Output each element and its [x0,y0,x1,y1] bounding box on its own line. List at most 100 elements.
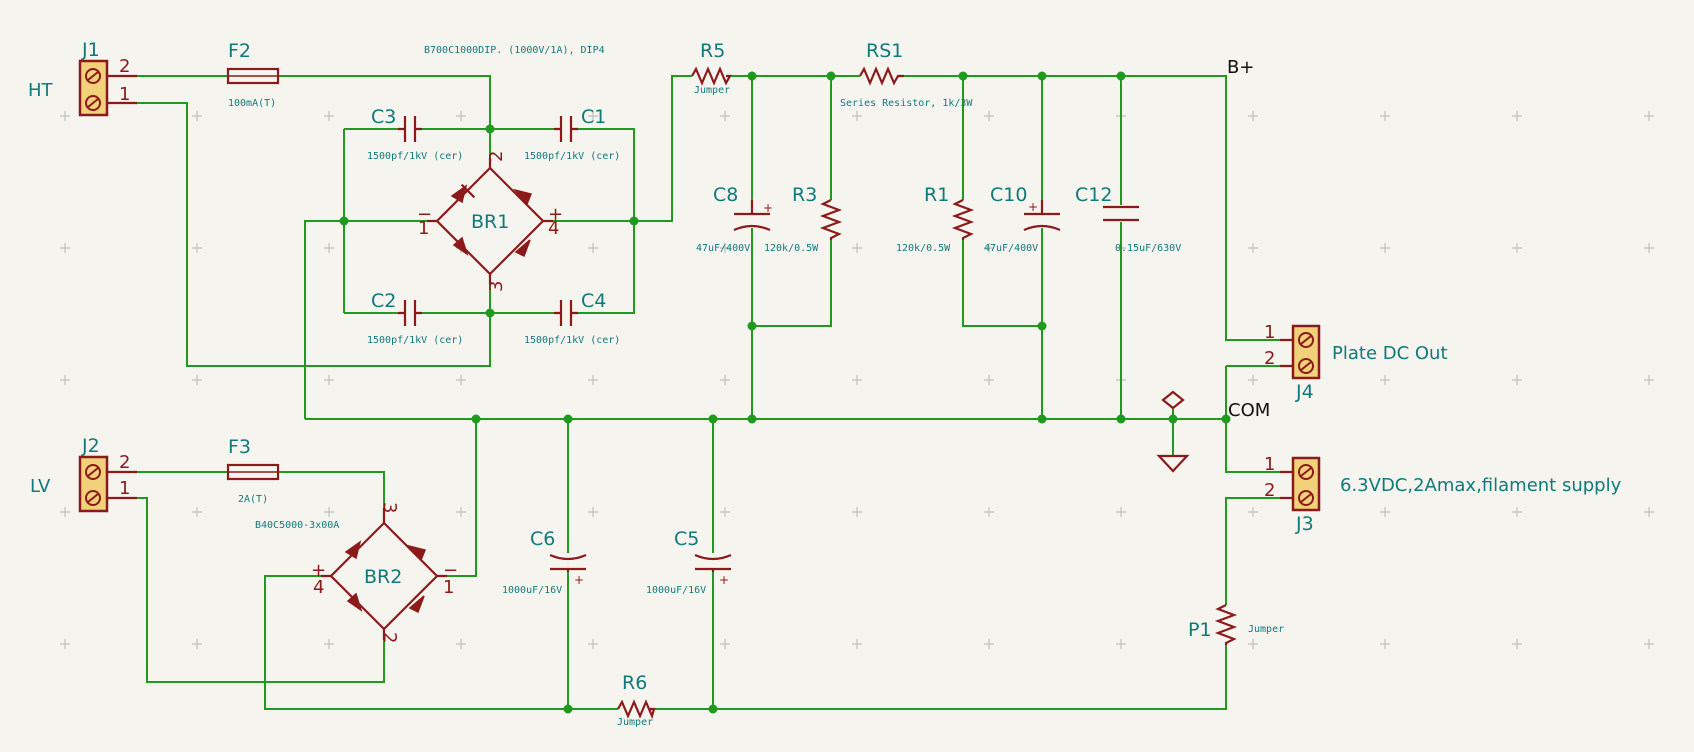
grid-cross [1248,375,1258,385]
resistor-r1[interactable]: R1 120k/0.5W [896,184,975,254]
capacitor-c2[interactable]: C2 1500pf/1kV (cer) [367,290,463,346]
br2-pin-2: 2 [379,632,400,643]
grid-cross [1248,243,1258,253]
capacitor-c6[interactable]: + C6 1000uF/16V [502,528,587,596]
connector-j2[interactable]: J2 2 1 [78,435,137,513]
bridge-rectifier-br2[interactable]: BR2 4 1 3 2 + − B40C5000-3x00A [255,502,458,643]
bridge-rectifier-br1[interactable]: BR1 1 4 2 3 − + B700C1000DIP. (1000V/1A)… [417,45,605,292]
p1-ref: P1 [1188,619,1212,641]
capacitor-c8[interactable]: + C8 47uF/400V [696,184,773,254]
rs1-value: Series Resistor, 1k/3W [840,98,973,109]
connector-j1[interactable]: J1 2 1 [78,39,137,117]
grid-cross [588,375,598,385]
grid-cross [1512,375,1522,385]
grid-cross [324,243,334,253]
br1-pin-1: 1 [418,218,429,239]
r6-ref: R6 [622,672,647,694]
grid-cross [192,243,202,253]
grid-cross [1512,507,1522,517]
grid-cross [60,243,70,253]
r3-value: 120k/0.5W [764,243,819,254]
br1-minus: − [417,204,432,225]
br1-pin-2: 2 [486,151,507,162]
resistor-r5[interactable]: R5 Jumper [691,40,732,96]
grid-cross [720,507,730,517]
c12-ref: C12 [1075,184,1112,206]
capacitor-c10[interactable]: + C10 47uF/400V [984,184,1061,254]
resistor-r3[interactable]: R3 120k/0.5W [764,184,843,254]
ground-symbol [1156,454,1190,473]
c5-value: 1000uF/16V [646,585,706,596]
net-label-lv: LV [30,476,51,497]
grid-cross [456,639,466,649]
capacitor-c12[interactable]: C12 0.15uF/630V [1075,184,1181,254]
br2-pin-4: 4 [313,577,324,598]
grid-cross [1380,375,1390,385]
c3-value: 1500pf/1kV (cer) [367,151,463,162]
svg-text:+: + [763,201,773,215]
p1-value: Jumper [1248,624,1284,635]
grid-cross [1248,639,1258,649]
capacitor-c5[interactable]: + C5 1000uF/16V [646,528,732,596]
capacitor-c1[interactable]: C1 1500pf/1kV (cer) [524,106,620,162]
grid-cross [984,639,994,649]
grid-cross [60,639,70,649]
net-label-com: COM [1228,400,1270,421]
grid-cross [984,507,994,517]
grid-cross [720,243,730,253]
fuse-f3[interactable]: F3 2A(T) [226,436,280,505]
grid-cross [324,507,334,517]
br2-value: B40C5000-3x00A [255,520,339,531]
grid-cross [324,111,334,121]
grid-cross [324,375,334,385]
grid-cross [1380,507,1390,517]
grid-cross [984,243,994,253]
grid-cross [60,375,70,385]
br1-ref: BR1 [471,211,509,233]
j1-pin-2: 2 [119,56,130,77]
junctions [339,71,1231,714]
resistor-p1[interactable]: P1 Jumper [1188,604,1284,645]
c2-value: 1500pf/1kV (cer) [367,335,463,346]
grid-cross [852,507,862,517]
grid-cross [1644,507,1654,517]
connector-j4[interactable]: 1 2 J4 [1264,322,1321,403]
br1-pin-4: 4 [548,218,559,239]
net-label-ht: HT [28,80,54,101]
fuse-f2[interactable]: F2 100mA(T) [226,40,280,109]
grid-cross [324,639,334,649]
svg-text:+: + [574,573,584,587]
grid-cross [1248,507,1258,517]
c8-value: 47uF/400V [696,243,750,254]
c8-ref: C8 [713,184,738,206]
capacitor-c4[interactable]: C4 1500pf/1kV (cer) [524,290,620,346]
grid-cross [1512,111,1522,121]
grid-cross [192,639,202,649]
j2-pin-2: 2 [119,452,130,473]
grid-cross [192,375,202,385]
f2-ref: F2 [228,40,251,62]
connector-j3[interactable]: 1 2 J3 [1264,454,1321,535]
j2-pin-1: 1 [119,478,130,499]
grid-cross [60,111,70,121]
resistor-r6[interactable]: R6 Jumper [617,672,656,728]
j3-ref: J3 [1295,513,1314,535]
grid-cross [456,111,466,121]
grid-cross [588,507,598,517]
c6-ref: C6 [530,528,555,550]
resistor-rs1[interactable]: RS1 Series Resistor, 1k/3W [840,40,973,109]
br1-plus: + [548,204,563,225]
svg-text:+: + [1028,200,1038,214]
grid-cross [1116,639,1126,649]
grid-cross [1512,639,1522,649]
r1-value: 120k/0.5W [896,243,951,254]
r5-value: Jumper [694,85,730,96]
grid-cross [1380,639,1390,649]
grid-cross [852,243,862,253]
c12-value: 0.15uF/630V [1115,243,1181,254]
grid-cross [588,243,598,253]
capacitor-c3[interactable]: C3 1500pf/1kV (cer) [367,106,463,162]
br2-plus: + [311,560,326,581]
grid-cross [720,111,730,121]
r1-ref: R1 [924,184,949,206]
